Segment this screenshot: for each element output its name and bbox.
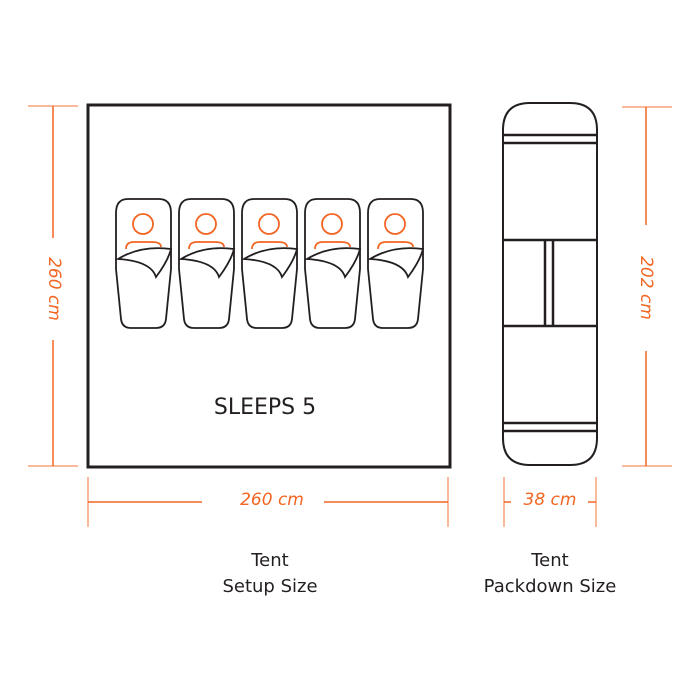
packdown-caption: Tent Packdown Size <box>455 548 645 600</box>
setup-width-dimension <box>87 477 449 527</box>
setup-depth-dimension <box>28 105 78 467</box>
capacity-label: SLEEPS 5 <box>213 395 317 420</box>
sleeping-bag-icon <box>367 198 425 329</box>
setup-caption: Tent Setup Size <box>180 548 360 600</box>
setup-caption-line1: Tent <box>251 550 289 571</box>
sleeping-bag-icon <box>241 198 299 329</box>
packdown-length-dimension <box>622 106 672 467</box>
setup-footprint <box>86 103 452 469</box>
packdown-bag <box>502 102 598 466</box>
packdown-length-label: 202 cm <box>636 248 656 328</box>
packdown-width-label: 38 cm <box>523 490 577 510</box>
packdown-caption-line2: Packdown Size <box>483 576 617 597</box>
sleeping-bag-icon <box>178 198 236 329</box>
setup-width-label: 260 cm <box>240 490 304 510</box>
sleeping-bags <box>115 198 425 329</box>
packdown-caption-line1: Tent <box>531 550 569 571</box>
packdown-width-dimension <box>503 477 597 527</box>
setup-depth-label: 260 cm <box>44 249 64 329</box>
sleeping-bag-icon <box>304 198 362 329</box>
setup-caption-line2: Setup Size <box>222 576 318 597</box>
sleeping-bag-icon <box>115 198 173 329</box>
